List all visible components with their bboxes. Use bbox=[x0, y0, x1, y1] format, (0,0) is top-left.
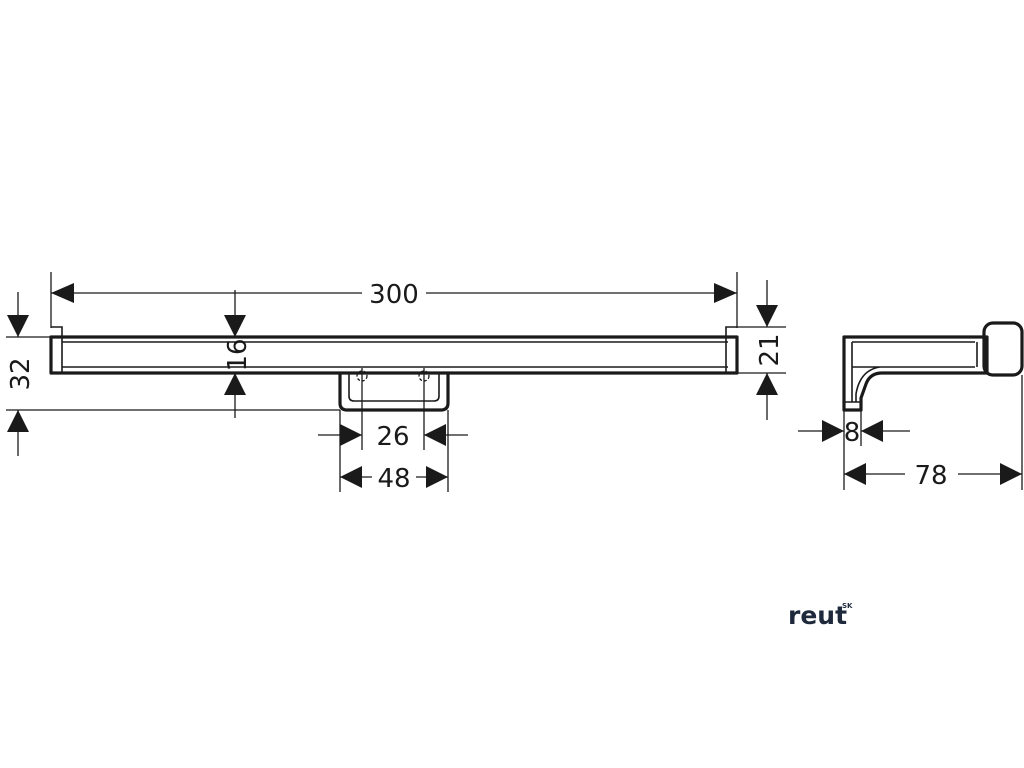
mounting-block-inner bbox=[348, 373, 440, 402]
dim-label-16: 16 bbox=[223, 338, 253, 371]
arrowhead bbox=[822, 420, 844, 442]
side-view bbox=[842, 321, 1024, 412]
arrowhead bbox=[224, 373, 246, 395]
arrowhead bbox=[756, 373, 778, 395]
dim-overall-height: 32 bbox=[6, 292, 340, 456]
arrowhead bbox=[7, 410, 29, 432]
dim-end-cap-height: 21 bbox=[737, 280, 786, 420]
arrowhead bbox=[224, 315, 246, 337]
dim-label-48: 48 bbox=[377, 464, 410, 494]
dim-projection: 78 bbox=[843, 375, 1023, 491]
logo-suffix: SK bbox=[842, 602, 853, 610]
arrowhead bbox=[424, 424, 446, 446]
side-profile-inner-curve bbox=[852, 341, 975, 402]
left-end-cap bbox=[51, 326, 63, 373]
arrowhead bbox=[714, 283, 737, 303]
right-end-cap bbox=[725, 326, 737, 373]
side-profile-outline bbox=[842, 335, 989, 412]
arrowhead bbox=[844, 463, 866, 485]
dim-wall-thickness: 8 bbox=[798, 410, 910, 448]
dim-label-78: 78 bbox=[914, 461, 947, 491]
dim-mount-width: 48 bbox=[339, 410, 449, 494]
dim-label-21: 21 bbox=[755, 333, 785, 366]
dim-label-26: 26 bbox=[376, 422, 409, 452]
side-end-cap bbox=[982, 321, 1024, 377]
dim-label-300: 300 bbox=[369, 280, 419, 310]
arrowhead bbox=[51, 283, 74, 303]
logo-wordmark: reut bbox=[788, 601, 847, 630]
dim-overall-length: 300 bbox=[50, 272, 738, 328]
arrowhead bbox=[426, 466, 448, 488]
arrowhead bbox=[861, 420, 883, 442]
mounting-block bbox=[338, 373, 450, 412]
arrowhead bbox=[340, 466, 362, 488]
dim-label-32: 32 bbox=[6, 357, 36, 390]
arrowhead bbox=[7, 315, 29, 337]
dim-rail-depth: 16 bbox=[223, 290, 253, 418]
dim-label-8: 8 bbox=[844, 418, 861, 448]
arrowhead bbox=[340, 424, 362, 446]
arrowhead bbox=[756, 305, 778, 327]
front-view bbox=[49, 326, 739, 412]
arrowhead bbox=[1000, 463, 1022, 485]
brand-logo: reut SK bbox=[788, 601, 853, 630]
